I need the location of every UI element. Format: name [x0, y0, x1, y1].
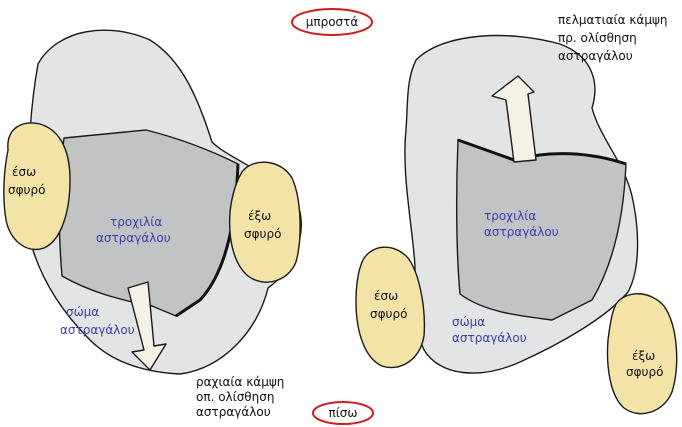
- left-lateral-malleolus-label-2: σφυρό: [244, 227, 281, 241]
- right-trochlea-label-1: τροχιλία: [484, 209, 536, 223]
- left-panel: έσω σφυρό έξω σφυρό τροχιλία αστραγάλου …: [3, 29, 302, 419]
- right-medial-malleolus: [355, 246, 426, 369]
- left-trochlea-label-2: αστραγάλου: [96, 231, 171, 245]
- right-lateral-malleolus: [606, 293, 678, 415]
- back-marker: πίσω: [312, 401, 374, 425]
- right-lateral-malleolus-label-2: σφυρό: [626, 365, 663, 379]
- right-motion-arrow: [491, 75, 537, 163]
- left-trochlea-label-1: τροχιλία: [110, 215, 162, 229]
- left-motion-label-3: αστραγάλου: [196, 405, 271, 419]
- front-label: μπροστά: [306, 15, 359, 29]
- right-body-label-1: σώμα: [452, 315, 485, 329]
- right-medial-malleolus-label-1: έσω: [374, 289, 398, 303]
- right-lateral-malleolus-label-1: έξω: [632, 349, 655, 363]
- right-body-label-2: αστραγάλου: [452, 331, 527, 345]
- left-medial-malleolus: [3, 122, 71, 251]
- right-motion-label-1: πελματιαία κάμψη: [558, 13, 667, 27]
- left-medial-malleolus-label-1: έσω: [12, 165, 36, 179]
- right-trochlea-label-2: αστραγάλου: [484, 225, 559, 239]
- left-motion-label-1: ραχιαία κάμψη: [196, 375, 284, 389]
- left-lateral-malleolus-label-1: έξω: [248, 209, 271, 223]
- right-medial-malleolus-label-2: σφυρό: [370, 307, 407, 321]
- left-lateral-malleolus: [228, 161, 301, 283]
- left-body-label-1: σώμα: [66, 305, 99, 319]
- front-ellipse: [291, 8, 373, 36]
- left-motion-arrow: [127, 281, 167, 371]
- left-body-label-2: αστραγάλου: [60, 323, 135, 337]
- left-medial-malleolus-label-2: σφυρό: [8, 183, 45, 197]
- right-motion-label-2: πρ. ολίσθηση: [558, 31, 637, 45]
- right-motion-label-3: αστραγάλου: [558, 49, 633, 63]
- front-marker: μπροστά: [291, 8, 373, 36]
- back-ellipse: [312, 401, 374, 425]
- right-panel: έσω σφυρό έξω σφυρό τροχιλία αστραγάλου …: [355, 13, 678, 415]
- back-label: πίσω: [329, 406, 358, 420]
- left-motion-label-2: οπ. ολίσθηση: [196, 390, 274, 404]
